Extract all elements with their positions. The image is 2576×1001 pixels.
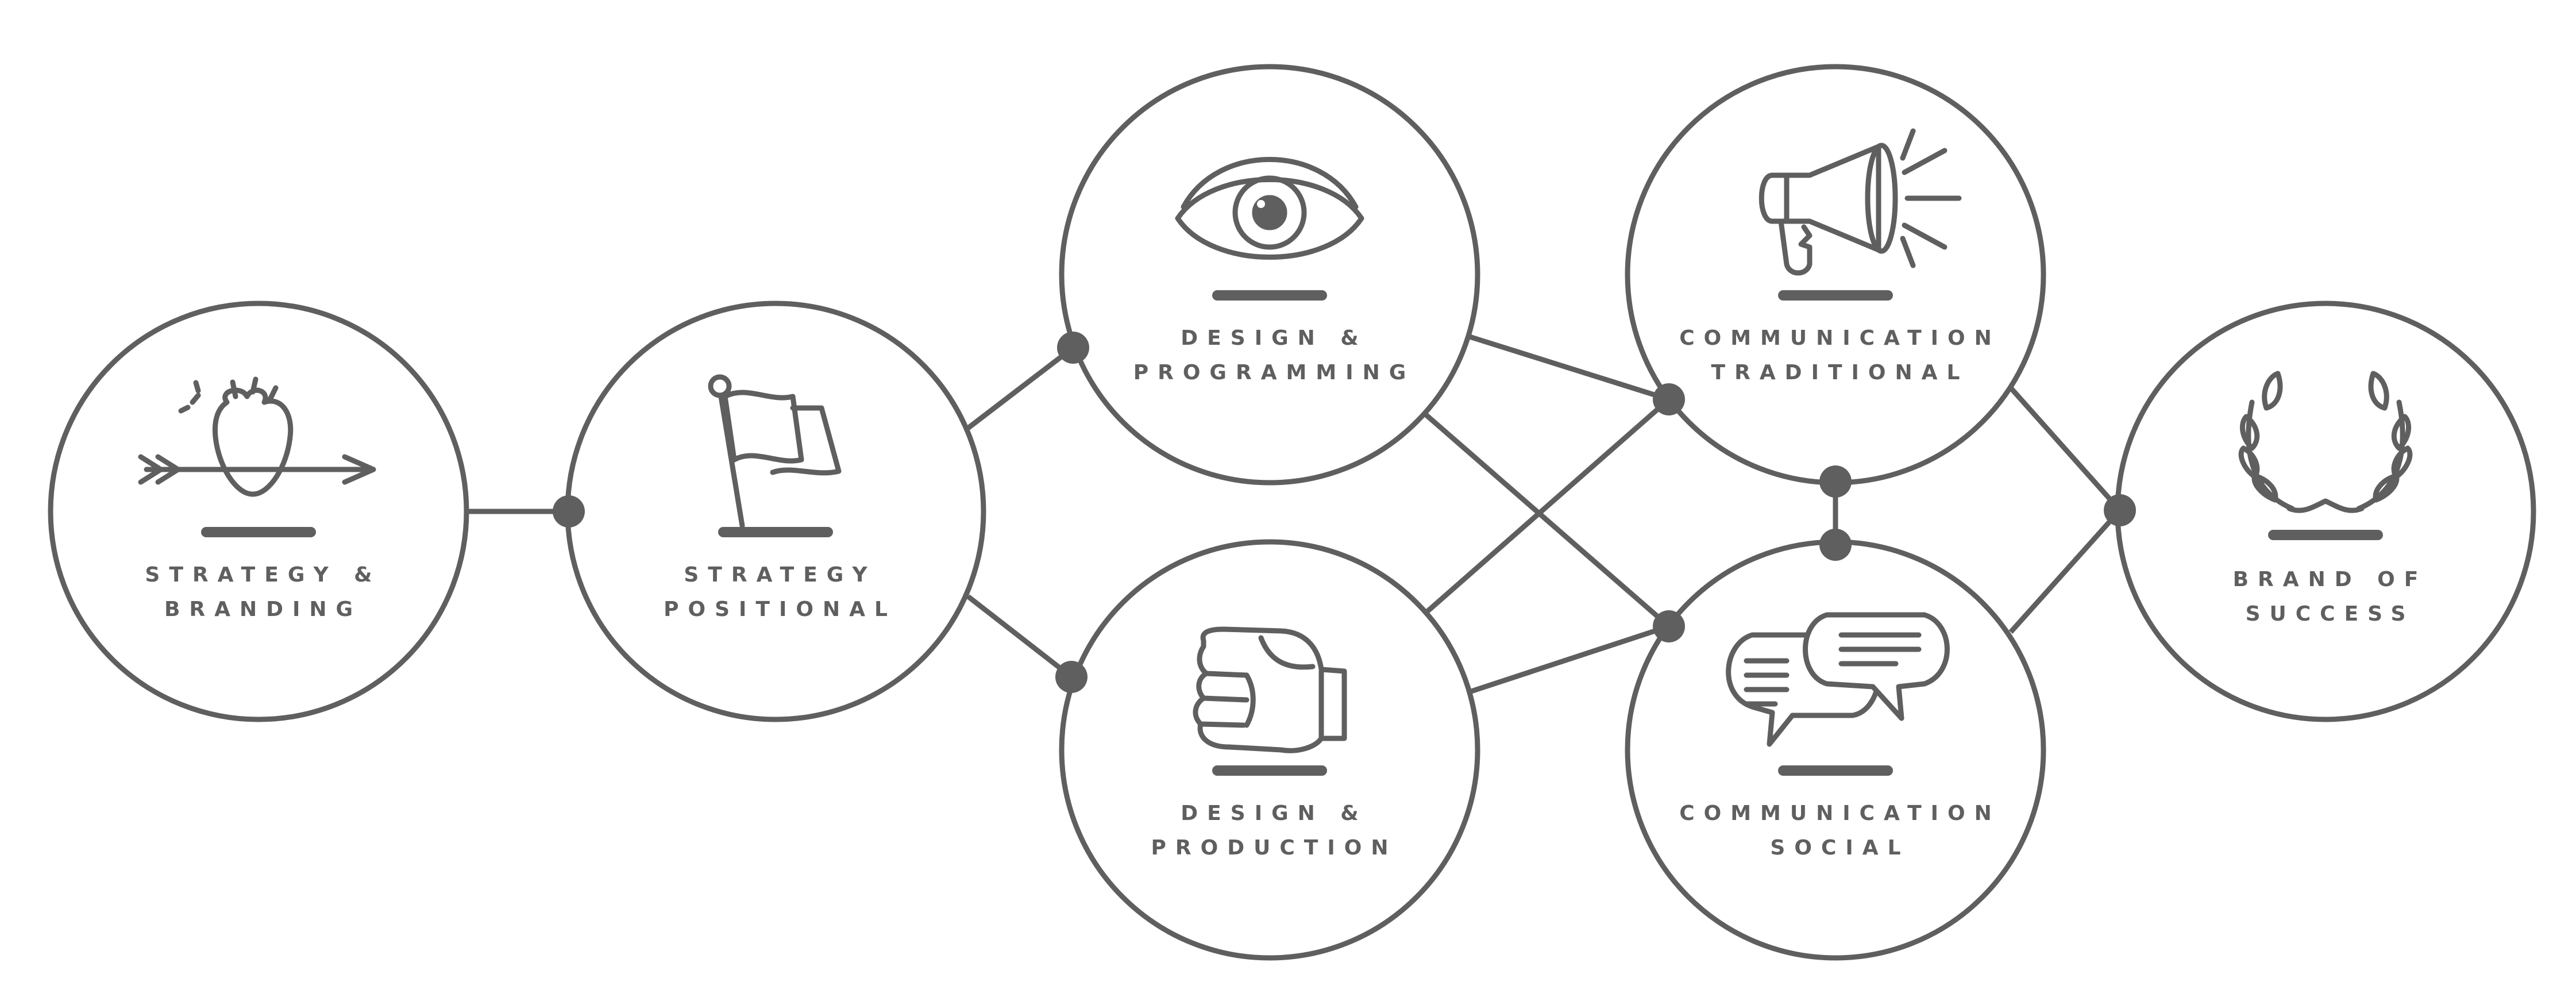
edge-programming-traditional [1467,333,1670,402]
edge-social-success [2008,508,2122,634]
label-strategy-branding-line1: STRATEGY & [145,563,381,587]
pedestal [1778,290,1893,301]
edge-programming-social [1423,411,1671,629]
label-communication-social-line1: COMMUNICATION [1679,802,2001,825]
node-labels: STRATEGY & BRANDING STRATEGY POSITIONAL … [145,326,2428,860]
pedestal [2268,530,2383,540]
junction-dot [1819,465,1852,498]
laurel-wreath-icon [2238,371,2413,513]
junction-dots [553,332,2136,693]
circle-strategy-branding [48,301,469,722]
connectors [468,333,2122,695]
junction-dot [1653,383,1685,415]
label-design-programming-line2: PROGRAMMING [1133,361,1416,384]
pedestal [1212,765,1327,776]
circle-communication-social [1625,539,2046,961]
edge-production-social [1467,623,1670,695]
pedestal [1212,290,1327,301]
label-brand-of-success-line1: BRAND OF [2233,568,2428,591]
heart-arrow-icon [138,376,376,497]
megaphone-icon [1759,128,1962,276]
junction-dot [2104,494,2136,526]
junction-dot [1653,610,1685,642]
label-strategy-positional-line1: STRATEGY [684,563,876,587]
label-brand-of-success-line2: SUCCESS [2246,602,2415,626]
circle-communication-traditional [1625,64,2046,486]
icon-pedestals [201,290,2383,776]
pedestal [1778,765,1893,776]
junction-dot [553,495,585,528]
circle-strategy-positional [565,301,986,722]
flag-icon [708,374,842,529]
junction-dot [1055,661,1088,693]
node-circles [48,64,2536,961]
circle-design-programming [1059,64,1480,486]
circle-brand-of-success [2115,301,2536,722]
junction-dot [1819,529,1852,561]
label-strategy-positional-line2: POSITIONAL [664,598,897,621]
eye-icon [1175,157,1364,260]
pedestal [718,527,833,537]
junction-dot [1057,332,1089,364]
label-communication-traditional-line2: TRADITIONAL [1711,361,1969,384]
edge-traditional-success [2008,386,2122,512]
edge-positional-production [966,594,1073,679]
speech-bubbles-icon [1726,612,1950,747]
label-design-programming-line1: DESIGN & [1181,326,1367,350]
label-communication-social-line2: SOCIAL [1770,836,1910,860]
label-communication-traditional-line1: COMMUNICATION [1679,326,2001,350]
label-design-production-line1: DESIGN & [1181,802,1367,825]
label-strategy-branding-line2: BRANDING [164,598,362,621]
edge-positional-programming [966,345,1075,430]
label-design-production-line2: PRODUCTION [1151,836,1398,860]
pedestal [201,527,316,537]
fist-icon [1193,626,1347,753]
edge-production-traditional [1423,397,1671,616]
